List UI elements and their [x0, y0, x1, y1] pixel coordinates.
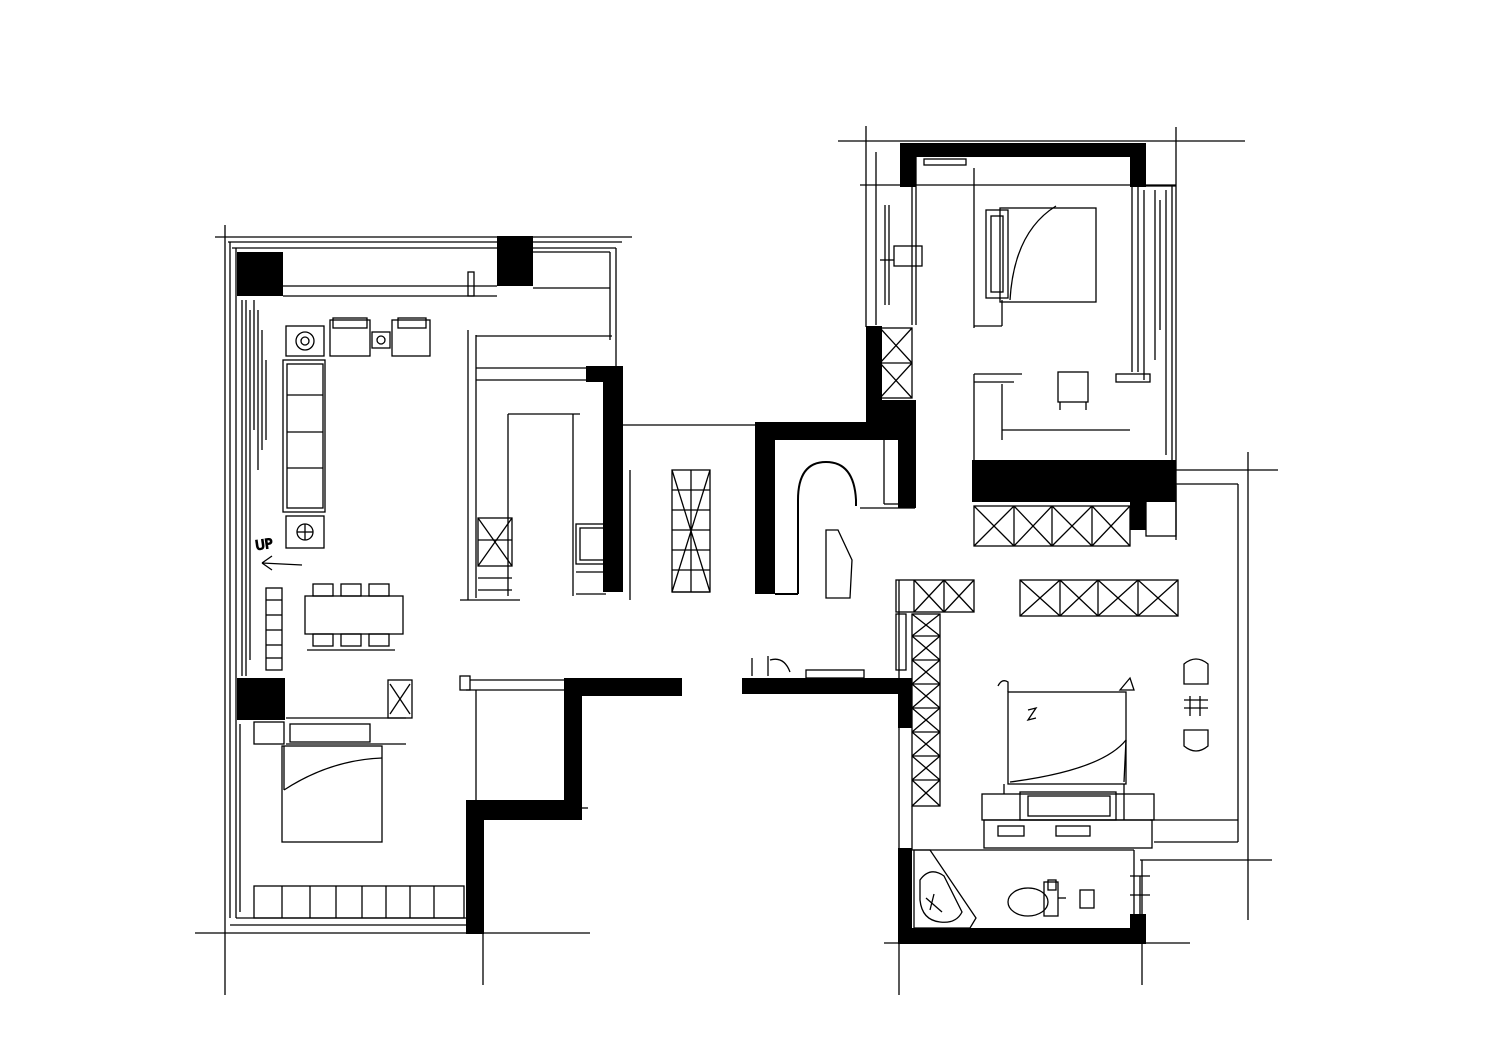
toilet — [1007, 887, 1049, 917]
side-table-lower — [1183, 658, 1209, 752]
wardrobe-lower-top — [1019, 579, 1179, 617]
bidet — [1079, 889, 1095, 909]
shelf-unit — [671, 469, 711, 593]
side-table-south — [285, 515, 325, 549]
wall-south-d — [466, 800, 484, 934]
armchair-right — [391, 319, 431, 357]
lamp-icon — [295, 331, 315, 351]
wardrobe-bottom — [253, 885, 465, 919]
bathroom — [898, 848, 1150, 944]
up-label: UP — [254, 537, 273, 554]
up-marker: UP — [254, 536, 303, 571]
wall-corridor-west — [755, 422, 775, 594]
wall-corridor-south — [742, 678, 912, 694]
bed-left — [281, 745, 383, 843]
wardrobe-upper — [973, 485, 1177, 547]
curtain — [239, 300, 267, 912]
bench — [265, 587, 283, 671]
column-n — [497, 236, 533, 286]
wall-upper-north — [900, 143, 1146, 157]
wall-lower-west — [898, 678, 912, 728]
left-wing: UP — [228, 236, 760, 934]
headboard — [289, 723, 371, 743]
wall-bath-east — [1130, 914, 1146, 944]
wall-upper-ne — [1130, 143, 1146, 187]
dining-set — [304, 583, 404, 651]
wall-south-a — [564, 678, 682, 696]
wardrobe-lower-west — [895, 579, 975, 807]
kitchen — [460, 330, 612, 601]
wall-south-b — [564, 678, 582, 818]
wall-kitchen-east — [603, 366, 623, 592]
armchair-left — [329, 319, 371, 357]
side-table-north — [285, 325, 325, 357]
bed-lower — [981, 676, 1155, 849]
left-bedroom — [253, 679, 413, 843]
upper-right-bedroom — [866, 143, 1177, 547]
dining-table — [304, 595, 404, 635]
wall-upper-se — [1130, 460, 1146, 530]
column-nw — [237, 252, 283, 296]
lower-right-bedroom — [895, 483, 1239, 850]
wall-south-c — [466, 800, 582, 820]
sofa-group — [282, 317, 431, 549]
wall-upper-west — [898, 400, 916, 508]
wall-bath-west — [898, 848, 912, 944]
guide-lines — [195, 126, 1278, 995]
wall-upper-nw — [900, 143, 916, 187]
corridor — [671, 422, 915, 694]
wall-upper-col — [866, 326, 882, 422]
column-w — [237, 678, 285, 720]
wall-kitchen-notch — [586, 366, 616, 382]
bathtub — [913, 849, 977, 929]
wall-bath-south — [898, 928, 1146, 944]
sofa — [282, 359, 326, 513]
small-table — [371, 331, 391, 349]
bed-upper — [999, 207, 1097, 303]
arch — [775, 460, 857, 595]
wall-corridor-top — [755, 422, 915, 440]
chair-upper — [1057, 371, 1089, 403]
